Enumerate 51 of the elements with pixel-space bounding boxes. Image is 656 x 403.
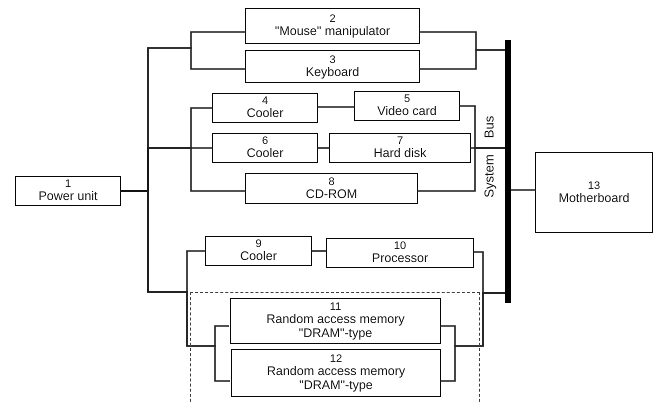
component-number: 12: [330, 353, 342, 366]
bus-label: Bus: [482, 116, 496, 138]
connector-line: [420, 49, 505, 70]
component-name: Cooler: [246, 147, 284, 161]
connector-line: [318, 106, 354, 108]
component-name: Power unit: [37, 190, 99, 204]
component-number: 4: [262, 95, 268, 108]
component-box: [329, 133, 471, 163]
component-box: [326, 238, 474, 268]
component-box: [212, 133, 318, 163]
dashed-group-frame: [190, 292, 480, 403]
component-name: Motherboard: [558, 192, 630, 206]
component-number: 9: [255, 238, 262, 250]
component-box: [245, 173, 418, 204]
component-number: 13: [588, 180, 600, 192]
component-number: 5: [404, 93, 410, 106]
component-name: CD-ROM: [304, 188, 358, 202]
component-number: 10: [394, 240, 406, 252]
connector-line: [440, 292, 505, 382]
component-name: Processor: [370, 252, 430, 266]
component-box: [205, 236, 312, 266]
connector-line: [418, 147, 505, 192]
component-box: [245, 8, 420, 44]
component-name: Keyboard: [304, 66, 360, 80]
component-number: 7: [396, 135, 404, 148]
component-number: 3: [329, 54, 336, 66]
component-box: [535, 152, 653, 233]
connector-line: [511, 189, 535, 191]
component-number: 6: [262, 135, 268, 148]
connector-line: [312, 250, 326, 252]
component-name: Random access memory "DRAM"-type: [265, 313, 406, 341]
component-name: Random access memory "DRAM"-type: [266, 365, 406, 393]
bus-label: System: [482, 154, 496, 198]
component-box: [231, 349, 441, 397]
connector-line: [121, 190, 230, 382]
component-number: 11: [330, 301, 342, 314]
component-box: [230, 298, 441, 344]
system-bus-bar: [505, 40, 511, 303]
component-name: Hard disk: [372, 147, 428, 161]
component-number: 2: [329, 13, 336, 26]
component-box: [15, 176, 121, 206]
component-name: Video card: [376, 105, 438, 119]
component-name: "Mouse" manipulator: [274, 25, 392, 39]
component-box: [245, 50, 420, 83]
component-box: [354, 91, 460, 121]
connector-line: [318, 147, 329, 149]
component-number: 8: [328, 176, 335, 188]
component-name: Cooler: [246, 107, 284, 121]
component-name: Cooler: [239, 250, 278, 264]
component-number: 1: [64, 178, 72, 190]
component-box: [212, 93, 318, 123]
